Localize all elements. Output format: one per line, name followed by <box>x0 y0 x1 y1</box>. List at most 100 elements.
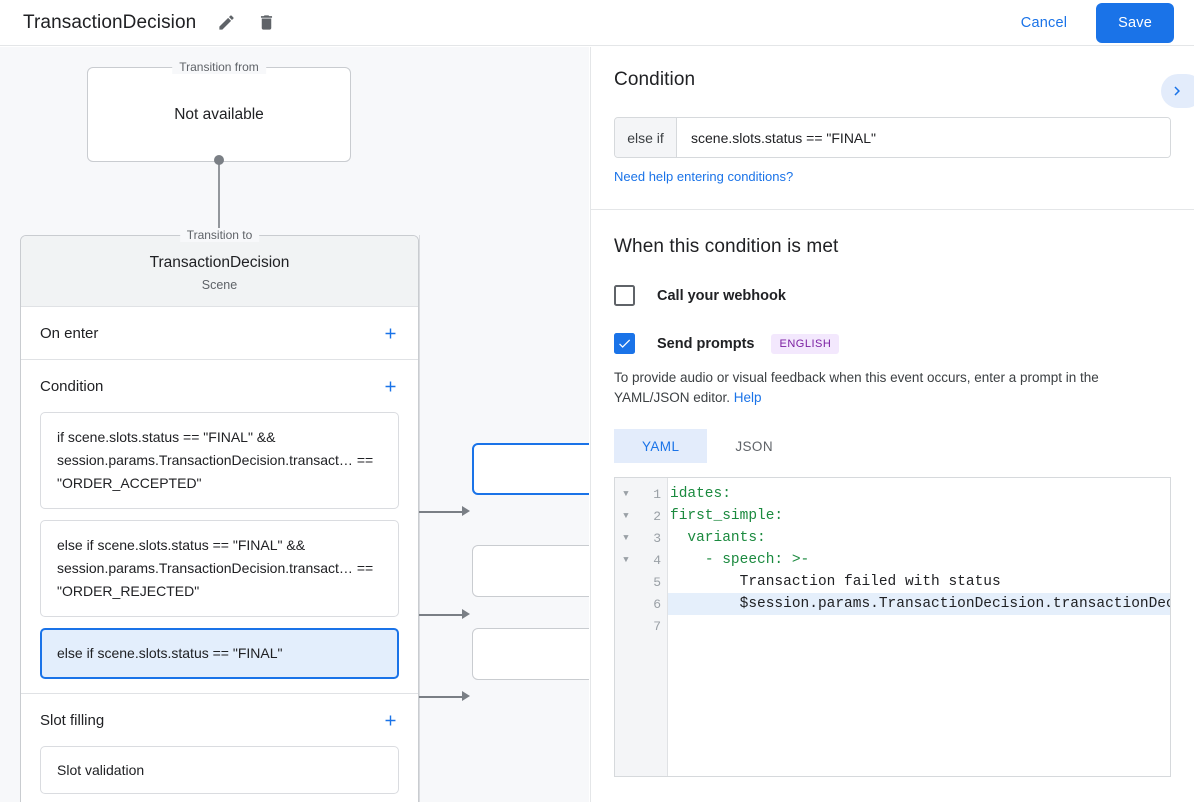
edge-arrow-1 <box>462 506 470 516</box>
prompts-hint: To provide audio or visual feedback when… <box>614 368 1171 408</box>
prompts-help-link[interactable]: Help <box>733 390 762 405</box>
gutter-line: ▼1 <box>615 483 667 505</box>
section-header-condition: Condition <box>21 360 418 412</box>
gutter-line: ▼2 <box>615 505 667 527</box>
send-prompts-checkbox[interactable] <box>614 333 635 354</box>
transition-from-value: Not available <box>174 105 264 123</box>
condition-input-row: else if <box>614 117 1171 158</box>
code-key: variants: <box>687 530 766 546</box>
plus-icon-condition[interactable] <box>378 374 402 398</box>
section-condition: Condition if scene.slots.status == "FINA… <box>21 360 418 694</box>
code-key: idates: <box>670 486 731 502</box>
plus-icon-on-enter[interactable] <box>378 321 402 345</box>
code-line <box>668 615 1170 637</box>
trash-icon[interactable] <box>252 9 280 37</box>
section-header-slot-filling: Slot filling <box>21 694 418 746</box>
condition-list: if scene.slots.status == "FINAL" && sess… <box>21 412 418 693</box>
caret-down-icon[interactable]: ▼ <box>623 555 629 565</box>
prompts-hint-text: To provide audio or visual feedback when… <box>614 370 1099 405</box>
call-webhook-label[interactable]: Call your webhook <box>657 287 786 304</box>
condition-input[interactable] <box>677 118 1170 157</box>
caret-down-icon[interactable]: ▼ <box>623 489 629 499</box>
cancel-button[interactable]: Cancel <box>1009 6 1079 40</box>
gutter-line: 5 <box>615 571 667 593</box>
target-node-1[interactable] <box>472 443 589 495</box>
condition-card-selected[interactable]: else if scene.slots.status == "FINAL" <box>40 628 399 679</box>
code-editor[interactable]: ▼1 ▼2 ▼3 ▼4 5 6 7 idates: first_simple: … <box>614 477 1171 777</box>
line-number: 5 <box>653 574 661 590</box>
send-prompts-label[interactable]: Send prompts <box>657 335 755 352</box>
line-number: 7 <box>653 618 661 634</box>
gutter-line: ▼4 <box>615 549 667 571</box>
gutter-line: 6 <box>615 593 667 615</box>
code-line: idates: <box>668 483 1170 505</box>
panel-body: When this condition is met Call your web… <box>591 210 1194 777</box>
line-number: 4 <box>653 552 661 568</box>
panel-divider <box>591 209 1194 210</box>
line-number: 3 <box>653 530 661 546</box>
edge-arrow-3 <box>462 691 470 701</box>
line-number: 1 <box>653 486 661 502</box>
section-on-enter: On enter <box>21 307 418 360</box>
gutter-line: 7 <box>615 615 667 637</box>
edge-line-2 <box>400 614 465 616</box>
code-key: - speech: >- <box>704 552 810 568</box>
tab-yaml[interactable]: YAML <box>614 429 708 463</box>
code-line: Transaction failed with status <box>668 571 1170 593</box>
transition-from-legend: Transition from <box>172 60 266 74</box>
chevron-right-icon[interactable] <box>1161 74 1194 108</box>
plus-icon-slot-filling[interactable] <box>378 708 402 732</box>
scene-name: TransactionDecision <box>149 254 290 271</box>
section-title-condition: Condition <box>40 377 104 395</box>
condition-detail-panel: Condition else if Need help entering con… <box>590 47 1194 802</box>
send-prompts-row: Send prompts ENGLISH <box>614 333 1171 354</box>
call-webhook-checkbox[interactable] <box>614 285 635 306</box>
code-key: first_simple: <box>670 508 784 524</box>
editor-gutter: ▼1 ▼2 ▼3 ▼4 5 6 7 <box>615 478 668 776</box>
code-line: variants: <box>668 527 1170 549</box>
code-line: - speech: >- <box>668 549 1170 571</box>
language-badge: ENGLISH <box>771 333 840 354</box>
condition-prefix-label: else if <box>615 118 677 157</box>
caret-down-icon[interactable]: ▼ <box>623 511 629 521</box>
target-node-2[interactable] <box>472 545 589 597</box>
code-value: Transaction failed with status <box>739 574 1001 590</box>
caret-down-icon[interactable]: ▼ <box>623 533 629 543</box>
tab-json[interactable]: JSON <box>735 438 773 454</box>
code-value: $session.params.TransactionDecision.tran… <box>739 596 1170 612</box>
code-line: first_simple: <box>668 505 1170 527</box>
transition-to-legend: Transition to <box>179 228 260 242</box>
save-button[interactable]: Save <box>1096 2 1174 43</box>
slot-validation-card[interactable]: Slot validation <box>40 746 399 794</box>
page-title: TransactionDecision <box>23 11 197 33</box>
scene-header: TransactionDecision Scene <box>21 236 418 307</box>
edge-arrow-2 <box>462 609 470 619</box>
scene-type: Scene <box>201 278 238 292</box>
condition-card[interactable]: if scene.slots.status == "FINAL" && sess… <box>40 412 399 509</box>
panel-header: Condition else if Need help entering con… <box>591 47 1194 210</box>
when-condition-met-title: When this condition is met <box>614 236 839 257</box>
transition-from-box: Transition from Not available <box>87 60 351 162</box>
slot-filling-list: Slot validation <box>21 746 418 802</box>
editor-format-tabs: YAML JSON <box>614 429 1171 463</box>
section-header-on-enter: On enter <box>21 307 418 359</box>
scene-card: Transition to TransactionDecision Scene … <box>20 228 419 802</box>
panel-title: Condition <box>614 69 696 90</box>
flow-canvas: Transition from Not available Transition… <box>0 47 589 802</box>
section-slot-filling: Slot filling Slot validation <box>21 694 418 802</box>
edge-line-1 <box>400 511 465 513</box>
condition-help-link[interactable]: Need help entering conditions? <box>614 169 794 184</box>
target-node-3[interactable] <box>472 628 589 680</box>
pencil-icon[interactable] <box>212 9 240 37</box>
webhook-row: Call your webhook <box>614 285 1171 306</box>
line-number: 6 <box>653 596 661 612</box>
section-title-on-enter: On enter <box>40 324 99 342</box>
gutter-line: ▼3 <box>615 527 667 549</box>
line-number: 2 <box>653 508 661 524</box>
canvas-vertical-rail <box>419 235 420 802</box>
edge-line-3 <box>400 696 465 698</box>
top-app-bar: TransactionDecision Cancel Save <box>0 0 1194 46</box>
editor-code-area[interactable]: idates: first_simple: variants: - speech… <box>668 478 1170 776</box>
condition-card[interactable]: else if scene.slots.status == "FINAL" &&… <box>40 520 399 617</box>
section-title-slot-filling: Slot filling <box>40 711 105 729</box>
